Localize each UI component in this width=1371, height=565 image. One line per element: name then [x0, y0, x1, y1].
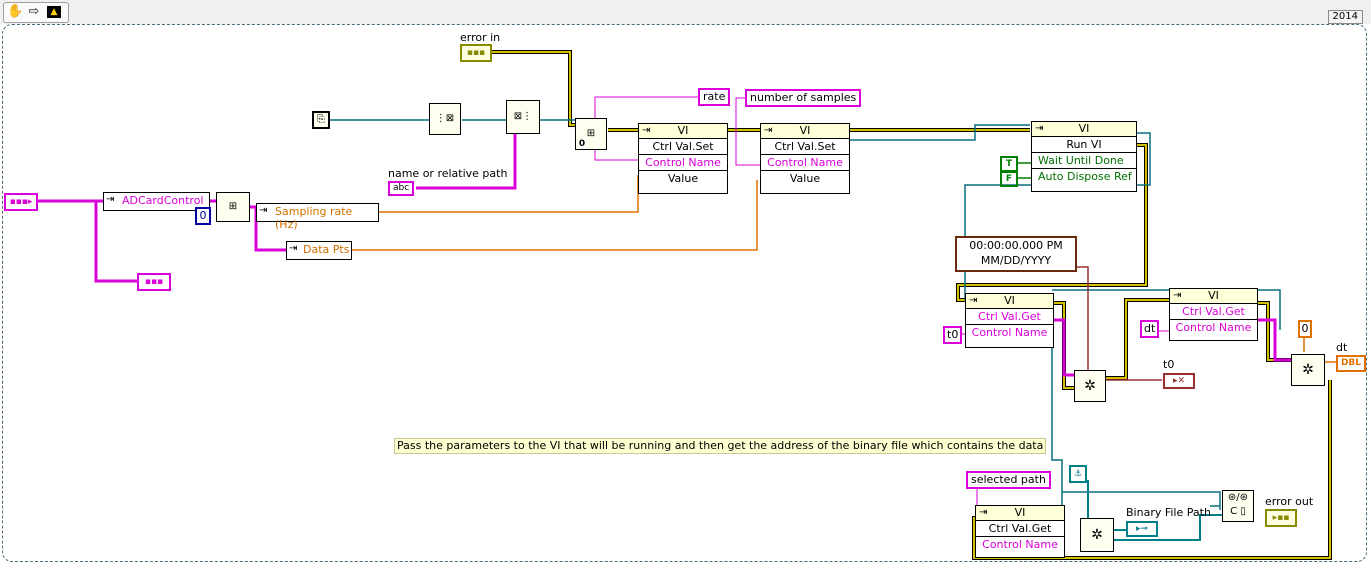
- vi-reference-icon[interactable]: ⎘: [312, 111, 330, 129]
- sampling-rate-unbundle[interactable]: ⇥ Sampling rate (Hz): [256, 203, 379, 231]
- rate-control[interactable]: rate: [698, 88, 731, 106]
- cluster-output-terminal[interactable]: ▪▪▪: [137, 273, 171, 291]
- data-pts-label: Data Pts: [303, 243, 350, 256]
- ctrl-val-get-label: Ctrl Val.Get: [966, 309, 1053, 325]
- t0-control[interactable]: t0: [943, 326, 963, 344]
- ctrl-val-get-node-path[interactable]: ⇥VI Ctrl Val.Get Control Name: [975, 505, 1065, 558]
- timestamp-constant[interactable]: 00:00:00.000 PM MM/DD/YYYY: [955, 236, 1077, 272]
- timestamp-line-2: MM/DD/YYYY: [980, 254, 1052, 267]
- ctrl-val-get-node-dt[interactable]: ⇥VI Ctrl Val.Get Control Name: [1169, 288, 1258, 341]
- ctrl-val-get-label: Ctrl Val.Get: [976, 521, 1064, 537]
- vi-header: ⇥VI: [761, 124, 849, 139]
- variant-to-data-icon-2[interactable]: ✲: [1291, 354, 1325, 386]
- ctrl-val-set-node-1[interactable]: ⇥VI Ctrl Val.Set Control Name Value: [638, 123, 728, 194]
- run-vi-node[interactable]: ⇥VI Run VI Wait Until Done Auto Dispose …: [1031, 121, 1137, 192]
- t0-output-label: t0: [1163, 358, 1175, 371]
- true-constant[interactable]: T: [1000, 156, 1018, 172]
- control-name-input[interactable]: Control Name: [1175, 321, 1252, 334]
- error-in-terminal[interactable]: ▪▪▪: [460, 44, 492, 62]
- dt-output-label: dt: [1336, 341, 1348, 354]
- sampling-rate-label: Sampling rate (Hz): [275, 205, 353, 231]
- control-name-input[interactable]: Control Name: [639, 155, 727, 171]
- wait-until-done-input[interactable]: Wait Until Done: [1032, 153, 1136, 169]
- arrow-icon: ⇥: [259, 205, 268, 216]
- comment-note: Pass the parameters to the VI that will …: [394, 438, 1047, 454]
- error-out-terminal[interactable]: ▸▪▪: [1265, 509, 1297, 527]
- toolbar-buttons: ✋ ⇨ ▲: [3, 2, 69, 23]
- version-label: 2014: [1327, 10, 1363, 24]
- error-cluster-icon[interactable]: ⊛/⊛C ▯: [1222, 490, 1254, 522]
- anchor-icon[interactable]: ⚓: [1069, 465, 1087, 483]
- path-builder-icon-2[interactable]: ⊠⋮: [506, 100, 540, 134]
- labview-icon[interactable]: ▲: [47, 6, 61, 18]
- ctrl-val-set-node-2[interactable]: ⇥VI Ctrl Val.Set Control Name Value: [760, 123, 850, 194]
- index-array-icon[interactable]: ⊞: [216, 192, 250, 222]
- vi-header: ⇥VI: [1170, 289, 1257, 304]
- selected-path-control[interactable]: selected path: [966, 471, 1051, 489]
- index-zero-constant[interactable]: 0: [195, 207, 211, 225]
- variant-to-data-icon[interactable]: ✲: [1074, 370, 1106, 402]
- ctrl-val-get-label: Ctrl Val.Get: [1170, 304, 1257, 320]
- zero-constant-small: 0: [578, 139, 586, 149]
- arrow-icon: ⇥: [289, 243, 298, 254]
- auto-dispose-ref-input[interactable]: Auto Dispose Ref: [1038, 170, 1132, 183]
- data-pts-unbundle[interactable]: ⇥ Data Pts: [286, 241, 352, 260]
- block-diagram-frame: [2, 24, 1367, 562]
- name-or-relative-path-label: name or relative path: [388, 167, 508, 180]
- dt-control[interactable]: dt: [1140, 320, 1160, 338]
- binary-file-path-indicator[interactable]: ▸⊸: [1126, 521, 1158, 537]
- vi-header: ⇥VI: [966, 294, 1053, 309]
- control-name-input[interactable]: Control Name: [982, 538, 1058, 551]
- value-input[interactable]: Value: [789, 172, 821, 185]
- ctrl-val-set-label: Ctrl Val.Set: [761, 139, 849, 155]
- vi-header: ⇥VI: [1032, 122, 1136, 137]
- path-builder-icon[interactable]: ⋮⊠: [429, 103, 461, 135]
- toolbar: ✋ ⇨ ▲ 2014: [0, 0, 1371, 24]
- vi-header: ⇥VI: [976, 506, 1064, 521]
- ctrl-val-get-node-t0[interactable]: ⇥VI Ctrl Val.Get Control Name: [965, 293, 1054, 348]
- dt-output-indicator[interactable]: DBL: [1336, 355, 1366, 372]
- run-vi-label: Run VI: [1032, 137, 1136, 153]
- cluster-input-terminal[interactable]: ▪▪▪▸: [4, 193, 38, 211]
- ctrl-val-set-label: Ctrl Val.Set: [639, 139, 727, 155]
- t0-output-indicator[interactable]: ▸✕: [1163, 373, 1195, 389]
- timestamp-line-1: 00:00:00.000 PM: [969, 239, 1063, 252]
- binary-file-path-label: Binary File Path: [1126, 506, 1211, 519]
- adcard-unbundle-node[interactable]: ⇥ ADCardControl: [103, 192, 210, 211]
- hand-icon[interactable]: ✋: [7, 4, 24, 19]
- zero-numeric-constant[interactable]: 0: [1298, 320, 1312, 338]
- error-in-label: error in: [460, 31, 501, 44]
- name-or-relative-path-control[interactable]: abc: [388, 181, 415, 196]
- number-of-samples-control[interactable]: number of samples: [745, 89, 862, 107]
- arrow-icon: ⇥: [106, 194, 115, 205]
- value-input[interactable]: Value: [667, 172, 699, 185]
- control-name-input[interactable]: Control Name: [761, 155, 849, 171]
- error-out-label: error out: [1265, 495, 1314, 508]
- arrow-right-icon[interactable]: ⇨: [28, 4, 40, 19]
- variant-to-data-icon-3[interactable]: ✲: [1080, 518, 1114, 552]
- vi-header: ⇥VI: [639, 124, 727, 139]
- control-name-input[interactable]: Control Name: [971, 326, 1048, 339]
- adcard-label: ADCardControl: [122, 194, 204, 207]
- false-constant[interactable]: F: [1000, 171, 1018, 187]
